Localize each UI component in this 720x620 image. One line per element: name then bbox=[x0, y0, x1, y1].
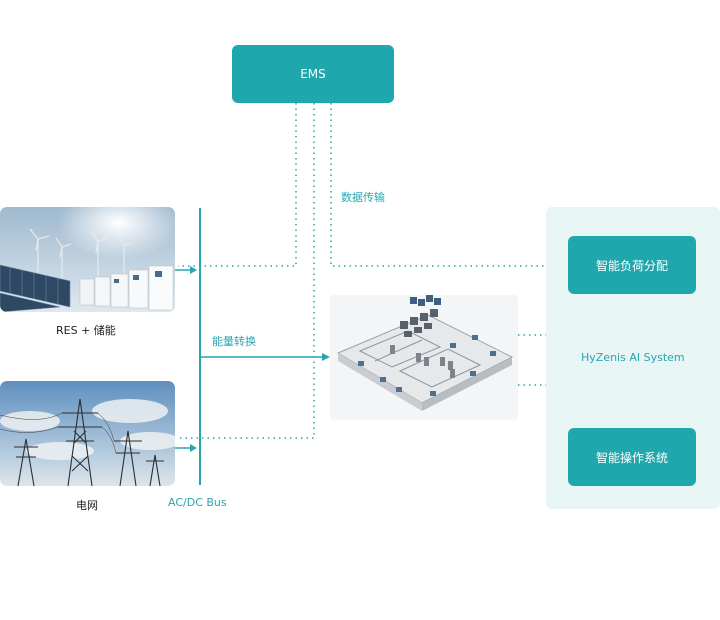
intelligent-operating-system-label: 智能操作系统 bbox=[595, 450, 668, 465]
res-storage-photo bbox=[0, 207, 175, 312]
ai-system-label: HyZenis AI System bbox=[581, 351, 685, 364]
energy-conversion-label: 能量转换 bbox=[212, 335, 256, 348]
res-to-bus-arrowhead bbox=[190, 266, 197, 274]
intelligent-load-allocation-box: 智能负荷分配 bbox=[568, 236, 696, 294]
grid-caption: 电网 bbox=[76, 499, 98, 512]
ems-label: EMS bbox=[300, 67, 326, 81]
power-grid-photo bbox=[0, 381, 175, 486]
ems-to-ai-dotted-line bbox=[330, 103, 568, 267]
energy-conversion-arrowhead bbox=[322, 353, 330, 361]
ems-to-grid-dotted-line bbox=[178, 103, 315, 439]
data-center-3d-render bbox=[330, 295, 518, 420]
ac-dc-bus-label: AC/DC Bus bbox=[168, 496, 227, 509]
ems-to-res-dotted-line bbox=[178, 103, 297, 267]
grid-to-bus-arrowhead bbox=[190, 444, 197, 452]
res-caption: RES + 储能 bbox=[56, 324, 116, 337]
intelligent-load-allocation-label: 智能负荷分配 bbox=[595, 258, 668, 273]
data-transfer-label: 数据传输 bbox=[341, 191, 385, 204]
intelligent-operating-system-box: 智能操作系统 bbox=[568, 428, 696, 486]
ems-box: EMS bbox=[232, 45, 394, 103]
